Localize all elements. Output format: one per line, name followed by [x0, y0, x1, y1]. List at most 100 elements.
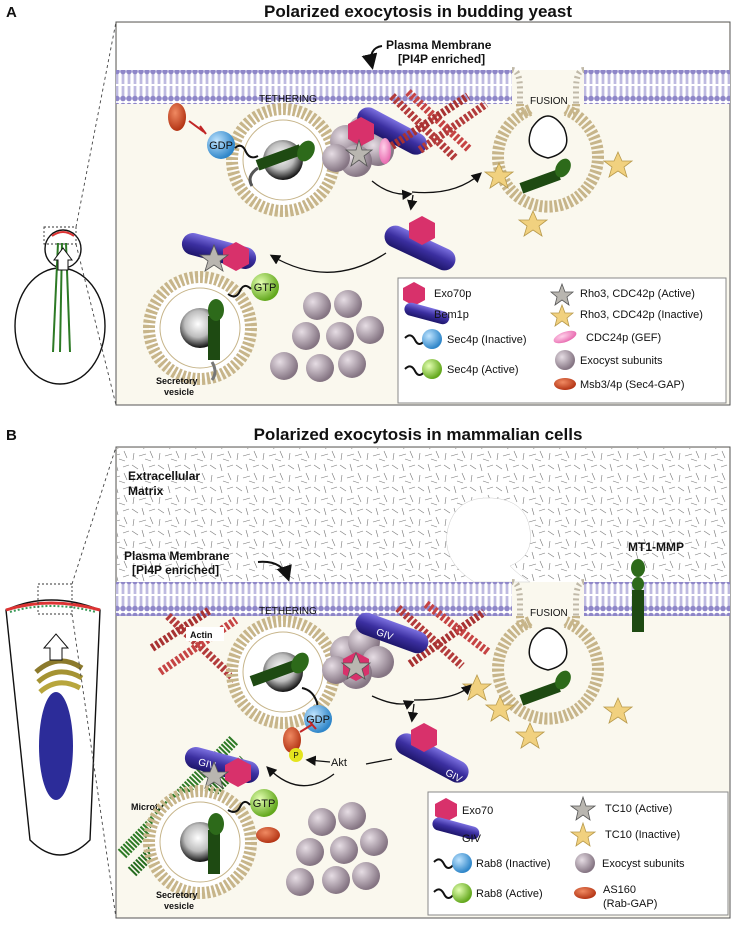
yeast-cell-overview: [14, 226, 106, 385]
secretory-vesicle-b: [143, 785, 257, 899]
vesicle-label-b-2: vesicle: [164, 901, 194, 911]
star-gray-icon: [549, 282, 575, 306]
legend-b-item-4: TC10 (Active): [605, 803, 672, 815]
exocyst-complex-b: GIV: [322, 612, 429, 689]
rho3-inactive-star-1-a: [483, 162, 515, 189]
exo70p-vesicle-a: [223, 242, 249, 271]
legend-b-item-2: Rab8 (Inactive): [476, 858, 551, 870]
as160-vesicle-b: [256, 827, 280, 843]
exo70-free-b: [411, 723, 437, 752]
ecm-label-1: Extracellular: [128, 469, 200, 483]
rho3-inactive-star-2-a: [602, 151, 634, 178]
legend-a-item-5: Rho3, CDC42p (Inactive): [580, 309, 703, 321]
membrane-label-b-1: Plasma Membrane: [124, 549, 230, 563]
vesicle-label-a-1: Secretory: [156, 376, 198, 386]
gtp-label-b: GTP: [253, 798, 276, 810]
tc10-inactive-star-3-b: [602, 697, 634, 724]
star-yellow-icon: [569, 821, 597, 847]
tethering-label-b: TETHERING: [259, 606, 317, 617]
hexagon-icon: [435, 798, 457, 822]
legend-a-item-3: Sec4p (Active): [447, 364, 519, 376]
extracellular-matrix: [117, 448, 729, 582]
rab-sec4-tethering-a: [248, 140, 315, 187]
panel-a-title: Polarized exocytosis in budding yeast: [264, 2, 572, 21]
mt1-mmp-protein: [631, 559, 645, 632]
plasma-membrane-right-b: [584, 582, 730, 616]
legend-b-item-5: TC10 (Inactive): [605, 829, 680, 841]
sphere-green-icon: [422, 359, 442, 379]
panel-b-letter: B: [6, 427, 17, 444]
hexagon-icon: [403, 282, 425, 306]
legend-b: Exo70 GIV Rab8 (Inactive) Rab8 (Active) …: [427, 791, 729, 916]
fusion-vesicle-a: [492, 103, 604, 213]
legend-b-item-0: Exo70: [462, 805, 493, 817]
exo70p-free-a: [409, 216, 435, 245]
legend-a-item-6: CDC24p (GEF): [586, 332, 661, 344]
legend-b-item-6: Exocyst subunits: [602, 858, 685, 870]
actin-label: Actin: [190, 630, 213, 640]
star-yellow-icon: [549, 303, 575, 327]
sphere-green-icon: [452, 883, 472, 903]
as160-gap-b: [283, 727, 301, 753]
fusion-label-b: FUSION: [530, 608, 568, 619]
sphere-mauve-icon: [575, 853, 595, 873]
legend-a-item-4: Rho3, CDC42p (Active): [580, 288, 695, 300]
sphere-mauve-icon: [555, 350, 575, 370]
secretory-vesicle-a: [143, 271, 257, 385]
mt1-mmp-label: MT1-MMP: [628, 540, 684, 554]
exocyst-complex-a: [322, 107, 427, 177]
akt-label: Akt: [331, 757, 347, 769]
legend-a-item-1: Bem1p: [434, 309, 469, 321]
free-exocyst-subunits-b: [286, 802, 388, 896]
panel-b-title: Polarized exocytosis in mammalian cells: [254, 425, 583, 444]
phospho-badge: [289, 748, 303, 762]
legend-b-item-8: (Rab-GAP): [603, 898, 657, 910]
gdp-label-a: GDP: [209, 140, 233, 152]
rod-icon: [404, 302, 450, 325]
membrane-label-a-1: Plasma Membrane: [386, 38, 492, 52]
sphere-blue-icon: [422, 329, 442, 349]
ellipse-red-icon: [574, 887, 596, 899]
phospho-label: P: [293, 751, 298, 760]
tc10-active-star-b: [198, 760, 230, 789]
rod-icon: [432, 817, 480, 840]
legend-b-item-3: Rab8 (Active): [476, 888, 543, 900]
rho3-inactive-star-3-a: [517, 210, 549, 237]
cdc42-active-star-a: [198, 243, 230, 272]
panel-a-letter: A: [6, 4, 17, 21]
legend-a-item-7: Exocyst subunits: [580, 355, 663, 367]
plasma-membrane-right: [584, 70, 730, 104]
mammalian-cell-overview: [5, 583, 101, 856]
membrane-label-a-2: [PI4P enriched]: [398, 52, 485, 66]
legend-a: Exo70p Bem1p Sec4p (Inactive) Sec4p (Act…: [397, 277, 727, 404]
membrane-label-b-2: [PI4P enriched]: [132, 563, 219, 577]
legend-a-item-2: Sec4p (Inactive): [447, 334, 526, 346]
fusion-vesicle-b: [492, 615, 604, 725]
plasma-membrane-left: [116, 70, 512, 104]
legend-b-item-7: AS160: [603, 884, 636, 896]
legend-a-item-8: Msb3/4p (Sec4-GAP): [580, 379, 685, 391]
fusion-label-a: FUSION: [530, 96, 568, 107]
vesicle-label-a-2: vesicle: [164, 387, 194, 397]
gdp-label-b: GDP: [306, 714, 330, 726]
legend-b-item-1: GIV: [462, 833, 482, 845]
ecm-label-2: Matrix: [128, 484, 164, 498]
ellipse-pink-icon: [553, 330, 577, 344]
msb3-gap-a: [168, 103, 186, 131]
tethering-label-a: TETHERING: [259, 94, 317, 105]
plasma-membrane-left-b: [116, 582, 512, 616]
matrix-degradation-pocket: [446, 497, 531, 583]
tc10-inactive-star-2-b: [484, 695, 516, 722]
rab8-active-b: [250, 789, 278, 817]
gtp-label-a: GTP: [254, 282, 277, 294]
sphere-blue-icon: [452, 853, 472, 873]
legend-a-item-0: Exo70p: [434, 288, 471, 300]
free-exocyst-subunits-a: [270, 290, 384, 382]
vesicle-label-b-1: Secretory: [156, 890, 198, 900]
sec4-inactive-a: [207, 131, 235, 159]
ellipse-red-icon: [554, 378, 576, 390]
star-gray-icon: [569, 795, 597, 821]
exo70-vesicle-b: [225, 758, 251, 787]
bem1p-free-a: [384, 225, 456, 271]
